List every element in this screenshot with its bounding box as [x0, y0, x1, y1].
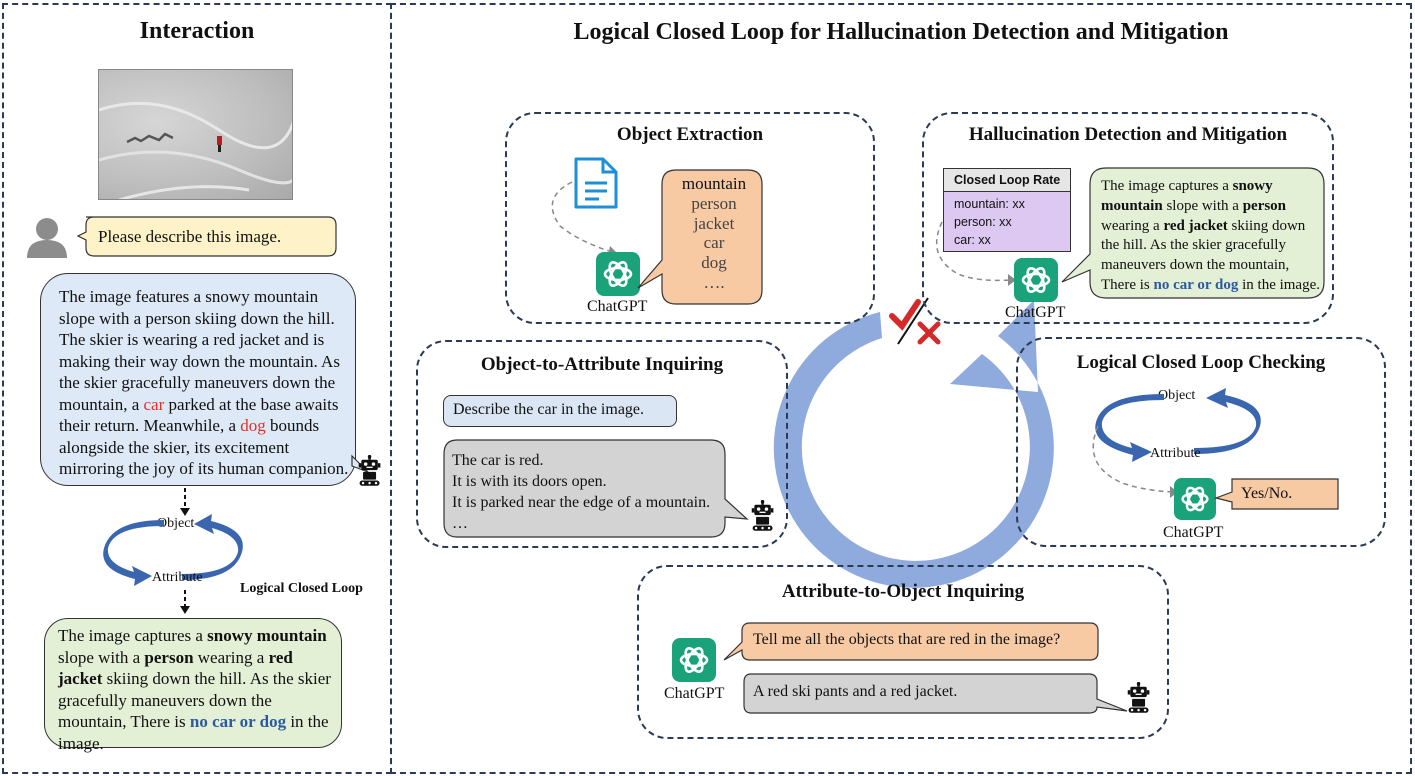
document-icon [574, 157, 618, 209]
object-car: car [703, 233, 725, 253]
detection-chatgpt-icon [1014, 258, 1058, 302]
answer-1: The car is red. [452, 452, 544, 469]
answer-4: … [452, 515, 468, 532]
check-cross-icon [889, 297, 941, 345]
initial-description: The image features a snowy mountain slop… [59, 287, 349, 478]
object-person: person [691, 193, 737, 213]
final-description-bubble [44, 618, 342, 748]
obj-to-attr-answers: The car is red. It is with its doors ope… [452, 450, 710, 534]
attr-to-obj-robot-icon [1126, 682, 1152, 714]
detection-response-bubble [1061, 167, 1325, 299]
big-loop-arrow [773, 300, 1054, 588]
object-extraction-agent: ChatGPT [587, 298, 648, 315]
ski-photo [98, 69, 293, 200]
small-loop-icon [103, 514, 243, 586]
attr-to-obj-question-bubble [723, 622, 1099, 661]
object-more: …. [703, 272, 725, 292]
answer-2: It is with its doors open. [452, 473, 607, 490]
hallucinated-car: car [143, 394, 165, 414]
chatgpt-icon [596, 252, 640, 296]
loop-label: Logical Closed Loop [240, 581, 363, 596]
left-panel-title: Interaction [139, 18, 255, 44]
detection-section: Hallucination Detection and Mitigation [922, 112, 1334, 324]
attr-to-obj-answer-bubble [743, 673, 1128, 714]
final-description: The image captures a snowy mountain slop… [58, 626, 331, 753]
detection-response: The image captures a snowy mountain slop… [1101, 178, 1321, 293]
robot-icon [357, 455, 383, 487]
obj-to-attr-question-bubble [443, 395, 677, 427]
loop-checking-chatgpt-icon [1174, 478, 1216, 520]
loop-attribute-label: Attribute [152, 570, 203, 585]
yes-no-bubble [1213, 478, 1339, 510]
loop-checking-section: Logical Closed Loop Checking [1016, 337, 1386, 547]
rate-car: car: xx [954, 233, 991, 247]
loop-checking-attribute: Attribute [1150, 446, 1201, 461]
answer-3: It is parked near the edge of a mountain… [452, 494, 711, 511]
object-mountain: mountain [681, 174, 747, 193]
obj-to-attr-answer-bubble [443, 439, 749, 538]
loop-checking-arrows-icon [1095, 388, 1261, 462]
attr-to-obj-agent: ChatGPT [664, 685, 725, 702]
right-panel-frame [390, 3, 1412, 774]
attr-to-obj-title: Attribute-to-Object Inquiring [781, 581, 1025, 602]
hallucinated-dog: dog [240, 416, 266, 435]
object-jacket: jacket [693, 213, 735, 233]
attr-to-obj-section: Attribute-to-Object Inquiring [637, 565, 1169, 739]
rate-person: person: xx [954, 215, 1012, 229]
attr-to-obj-question: Tell me all the objects that are red in … [753, 631, 1061, 648]
obj-to-attr-title: Object-to-Attribute Inquiring [480, 354, 724, 375]
user-avatar-icon [27, 218, 67, 258]
user-prompt: Please describe this image. [98, 227, 282, 246]
attr-to-obj-chatgpt-icon [672, 638, 716, 682]
user-bubble-shape [76, 216, 337, 257]
detection-title: Hallucination Detection and Mitigation [968, 124, 1288, 145]
obj-to-attr-section: Object-to-Attribute Inquiring [416, 340, 788, 548]
loop-checking-object: Object [1158, 388, 1196, 403]
closed-loop-rate-header: Closed Loop Rate [944, 169, 1070, 192]
loop-object-label: Object [157, 516, 195, 531]
loop-checking-title: Logical Closed Loop Checking [1076, 352, 1326, 373]
closed-loop-rate-table: Closed Loop Rate mountain: xx person: xx… [943, 168, 1071, 252]
right-panel-title: Logical Closed Loop for Hallucination De… [573, 19, 1229, 45]
object-extraction-title: Object Extraction [616, 124, 764, 145]
object-list: mountain person jacket car dog …. [664, 174, 764, 293]
rate-mountain: mountain: xx [954, 197, 1025, 211]
object-extraction-section: Object Extraction [505, 112, 875, 324]
yes-no-answer: Yes/No. [1241, 485, 1293, 502]
object-list-bubble [637, 169, 763, 305]
loop-checking-agent: ChatGPT [1163, 524, 1224, 541]
initial-description-bubble [40, 273, 356, 486]
obj-to-attr-robot-icon [750, 500, 776, 532]
attr-to-obj-answer: A red ski pants and a red jacket. [753, 683, 958, 700]
obj-to-attr-question: Describe the car in the image. [453, 401, 645, 418]
detection-agent: ChatGPT [1005, 304, 1066, 321]
object-dog: dog [701, 253, 727, 273]
